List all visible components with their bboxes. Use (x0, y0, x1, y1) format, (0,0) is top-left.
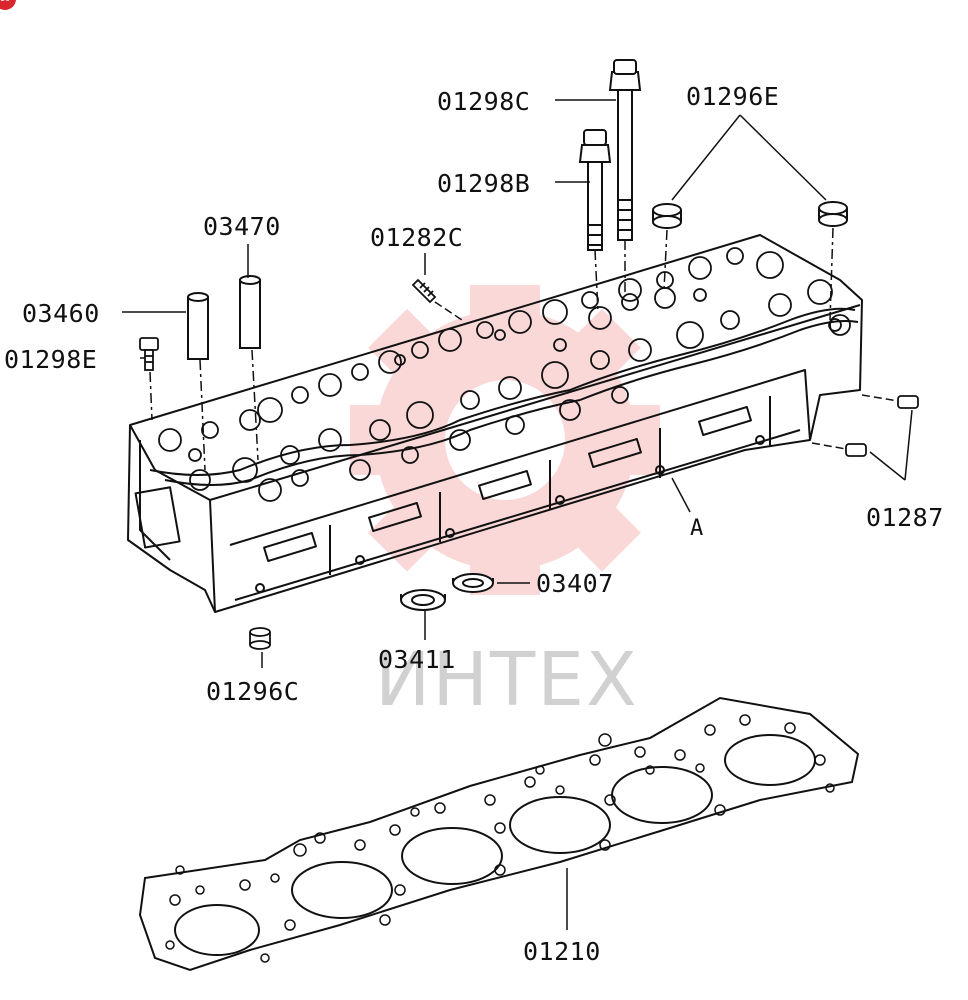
washer-left-axis (663, 229, 668, 291)
washer-01296e-left (652, 203, 682, 229)
label-03411: 03411 (378, 645, 456, 674)
sleeve-03460 (187, 292, 209, 360)
dowel-upper-axis (861, 394, 899, 402)
sleeve-03470 (239, 275, 261, 349)
watermark-text: ИНТЕХ (375, 637, 639, 723)
bolt-01298e (139, 337, 159, 371)
dowel-lower-axis (811, 442, 847, 450)
label-01210: 01210 (523, 937, 601, 966)
head-bosses (158, 247, 851, 502)
label-01282c: 01282C (370, 223, 463, 252)
leader-lines (122, 99, 913, 930)
stud-01282c (411, 278, 437, 304)
sleeve-03460-axis (199, 359, 206, 471)
label-01298e: 01298E (4, 345, 97, 374)
label-01298c: 01298C (437, 87, 530, 116)
sleeve-03470-axis (251, 349, 259, 461)
bolt-01298e-axis (149, 371, 153, 421)
gasket-holes (165, 714, 835, 963)
washer-right-axis (829, 227, 834, 321)
label-03470: 03470 (203, 212, 281, 241)
seal-03407 (452, 573, 494, 593)
label-01296c: 01296C (206, 677, 299, 706)
seal-03411 (400, 589, 446, 611)
long-bolt-01298c (608, 59, 642, 241)
washer-01296e-right (818, 201, 848, 227)
long-bolt-01298b (578, 129, 612, 251)
head-gasket (138, 696, 860, 972)
cylinder-head (127, 234, 863, 613)
label-01287: 01287 (866, 503, 944, 532)
label-01296e: 01296E (686, 82, 779, 111)
label-a: A (690, 516, 704, 541)
dowel-pin-01287-lower (845, 443, 867, 457)
label-03407: 03407 (536, 569, 614, 598)
label-01298b: 01298B (437, 169, 530, 198)
label-03460: 03460 (22, 299, 100, 328)
plug-01296c (249, 627, 271, 650)
dowel-pin-01287-upper (897, 395, 919, 409)
page-badge: 10 (0, 0, 16, 10)
leader-01298b-axis (594, 249, 599, 313)
stud-01282c-axis (434, 301, 463, 321)
